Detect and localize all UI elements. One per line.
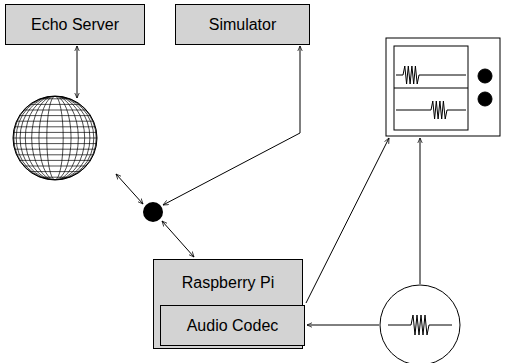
- network-hub: [143, 202, 163, 222]
- globe: [10, 96, 100, 180]
- signal-source: [380, 285, 460, 363]
- wires: [77, 46, 420, 325]
- box-label: Audio Codec: [187, 316, 279, 335]
- box-label: Echo Server: [31, 15, 119, 34]
- simulator-box: Simulator: [175, 4, 310, 45]
- codec-box: Audio Codec: [160, 305, 305, 346]
- box-label: Simulator: [209, 15, 277, 34]
- server-box: Echo Server: [5, 4, 145, 45]
- oscilloscope: [386, 38, 500, 136]
- box-label: Raspberry Pi: [182, 273, 274, 292]
